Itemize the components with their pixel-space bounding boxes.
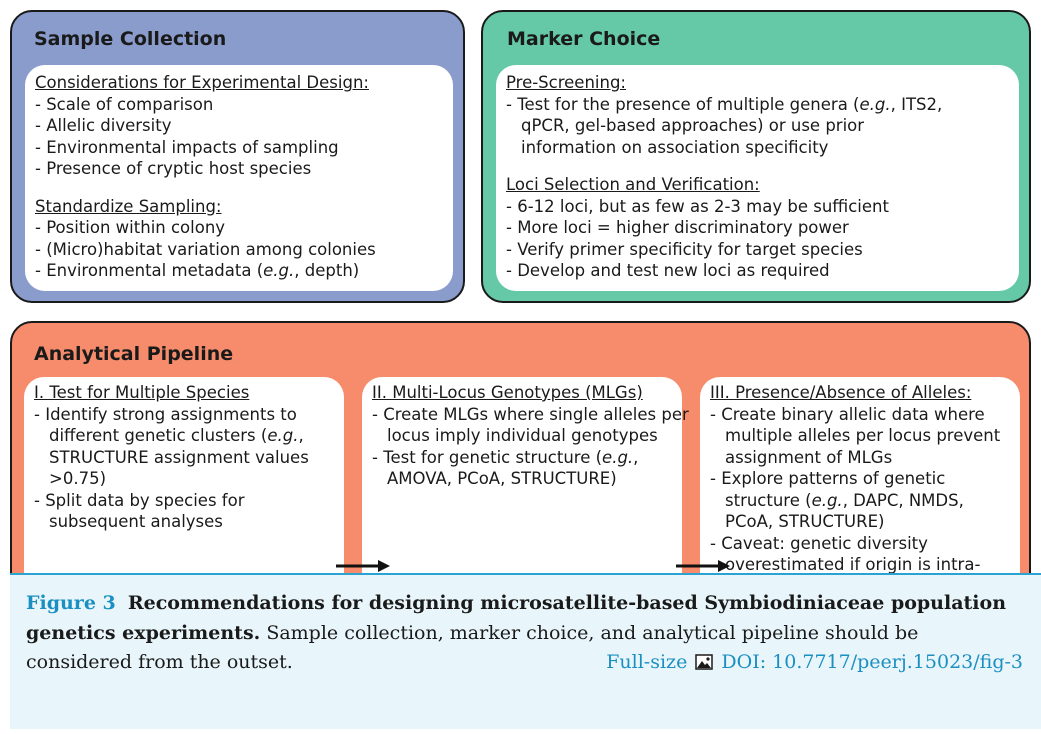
figure-caption: Figure 3 Recommendations for designing m… [10, 573, 1041, 729]
figure-label: Figure 3 [26, 592, 116, 614]
step1-box: I. Test for Multiple Species - Identify … [24, 377, 344, 595]
list-item: - Test for genetic structure (e.g., AMOV… [372, 447, 639, 489]
considerations-list: - Scale of comparison - Allelic diversit… [35, 94, 453, 180]
caption-links: Full-size DOI: 10.7717/peerj.15023/fig-3 [606, 648, 1023, 680]
figure-caption-text: Sample collection, marker choice, and an… [26, 621, 919, 674]
list-item: - Environmental metadata (e.g., depth) [35, 261, 360, 280]
step3-box: III. Presence/Absence of Alleles: - Crea… [700, 377, 1020, 596]
list-item: - Position within colony [35, 218, 226, 237]
loci-heading: Loci Selection and Verification: [506, 175, 760, 194]
image-icon[interactable] [695, 650, 714, 680]
loci-list: - 6-12 loci, but as few as 2-3 may be su… [506, 196, 1011, 282]
standardize-heading: Standardize Sampling: [35, 196, 222, 216]
analytical-pipeline-title: Analytical Pipeline [34, 343, 234, 365]
figure-title: Recommendations for designing microsatel… [26, 592, 1007, 644]
list-item: - Develop and test new loci as required [506, 261, 830, 280]
list-item: - Scale of comparison [35, 94, 214, 114]
sample-collection-content: Considerations for Experimental Design: … [25, 65, 453, 291]
list-item: - Allelic diversity [35, 116, 172, 135]
list-item: - 6-12 loci, but as few as 2-3 may be su… [506, 196, 889, 216]
sample-collection-title: Sample Collection [34, 28, 227, 50]
considerations-heading: Considerations for Experimental Design: [35, 73, 369, 92]
prescreen-heading: Pre-Screening: [506, 73, 626, 92]
list-item: - Split data by species for subsequent a… [34, 490, 245, 532]
step2-box: II. Multi-Locus Genotypes (MLGs) - Creat… [362, 377, 689, 595]
list-item: - Environmental impacts of sampling [35, 137, 339, 157]
list-item: - Create MLGs where single alleles per l… [372, 404, 689, 446]
analytical-pipeline-panel: Analytical Pipeline I. Test for Multiple… [10, 321, 1031, 613]
marker-choice-title: Marker Choice [507, 28, 661, 50]
list-item: - (Micro)habitat variation among colonie… [35, 239, 376, 259]
step1-heading: I. Test for Multiple Species [34, 383, 250, 402]
full-size-link[interactable]: Full-size [606, 651, 688, 673]
list-item: - More loci = higher discriminatory powe… [506, 218, 849, 237]
list-item: - Create binary allelic data where multi… [710, 404, 1001, 467]
standardize-list: - Position within colony - (Micro)habita… [35, 217, 453, 282]
list-item: - Identify strong assignments to differe… [34, 404, 309, 489]
arrow-step2-to-step3 [676, 560, 730, 572]
arrow-step1-to-step2 [336, 560, 390, 572]
list-item: - Verify primer specificity for target s… [506, 239, 863, 259]
sample-collection-panel: Sample Collection Considerations for Exp… [10, 10, 465, 303]
marker-choice-content: Pre-Screening: - Test for the presence o… [496, 65, 1019, 291]
list-item: - Presence of cryptic host species [35, 159, 312, 178]
doi-link[interactable]: DOI: 10.7717/peerj.15023/fig-3 [721, 651, 1023, 673]
list-item: - Test for the presence of multiple gene… [506, 94, 943, 157]
marker-choice-panel: Marker Choice Pre-Screening: - Test for … [481, 10, 1031, 303]
list-item: - Explore patterns of genetic structure … [710, 469, 964, 531]
step3-heading: III. Presence/Absence of Alleles: [710, 383, 972, 402]
step2-heading: II. Multi-Locus Genotypes (MLGs) [372, 383, 643, 402]
